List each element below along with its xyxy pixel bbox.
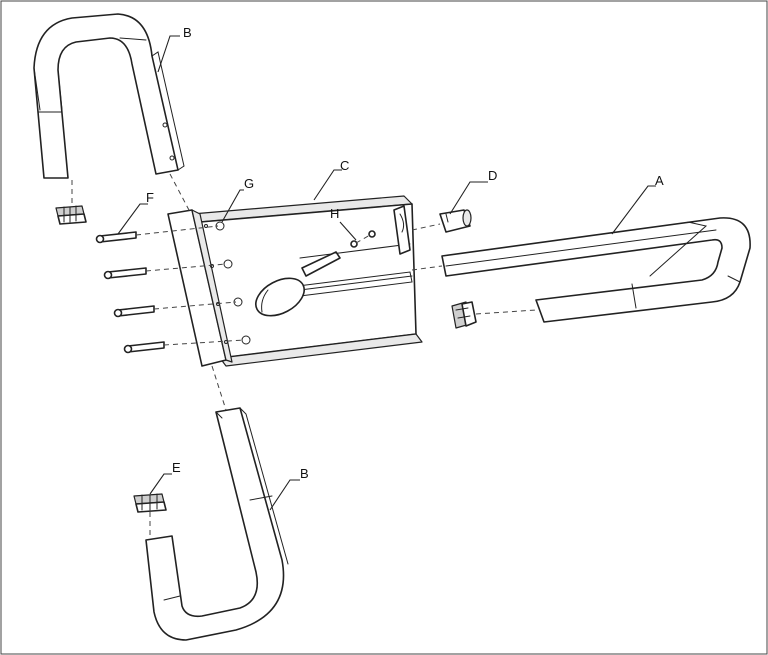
label-f: F [146, 190, 154, 205]
label-a: A [655, 173, 664, 188]
part-b-top-tube [33, 13, 185, 179]
label-b-top: B [183, 25, 192, 40]
part-c-mounting-plate [167, 195, 423, 367]
label-leaders [117, 35, 656, 511]
label-e: E [172, 460, 181, 475]
lever-handle [255, 251, 341, 317]
part-e-right-end-cap [451, 301, 477, 329]
part-h-screw [350, 230, 376, 248]
assembly-dashed-lines [71, 173, 537, 538]
label-h: H [330, 206, 339, 221]
part-e-top-end-cap [55, 205, 87, 225]
part-e-bottom-end-cap [133, 493, 167, 513]
label-g: G [244, 176, 254, 191]
label-b-bottom: B [300, 466, 309, 481]
part-a-right-tube [441, 217, 751, 323]
part-d-connector [439, 209, 472, 233]
part-f-bolts [95, 231, 165, 354]
label-c: C [340, 158, 349, 173]
label-d: D [488, 168, 497, 183]
part-b-bottom-tube [145, 407, 289, 641]
